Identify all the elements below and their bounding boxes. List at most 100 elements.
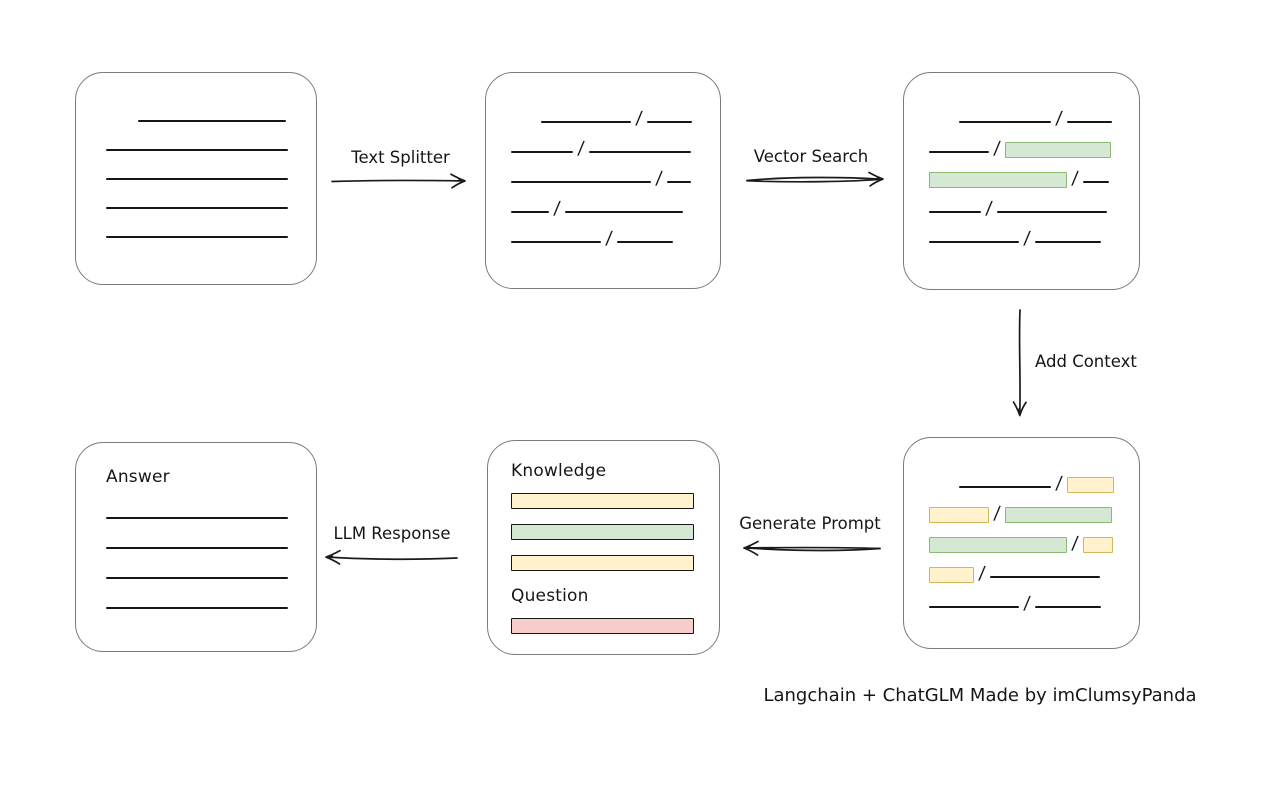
knowledge-bars xyxy=(511,493,696,571)
chunk-row: / xyxy=(929,99,1121,129)
text-line xyxy=(106,149,288,151)
yellow-bar xyxy=(511,555,694,571)
green-highlight-chunk xyxy=(1005,507,1113,523)
text-line xyxy=(511,241,601,243)
add-context-label: Add Context xyxy=(1035,352,1137,371)
chunk-row: / xyxy=(929,464,1121,494)
yellow-highlight-chunk xyxy=(1067,477,1115,493)
chunk-row: / xyxy=(929,159,1121,189)
vector-search-label: Vector Search xyxy=(753,147,869,166)
green-highlight-chunk xyxy=(929,172,1067,188)
slash-separator: / xyxy=(1022,593,1032,614)
text-line xyxy=(511,151,573,153)
add-context-arrow-icon xyxy=(1012,309,1027,417)
chunk-row: / xyxy=(511,159,702,189)
split-chunks-rows: / / / / / xyxy=(486,73,720,249)
text-line xyxy=(106,178,288,180)
yellow-highlight-chunk xyxy=(929,567,974,583)
text-line xyxy=(106,207,288,209)
chunk-row: / xyxy=(929,494,1121,524)
generate-prompt-arrow-icon xyxy=(743,540,881,556)
text-line xyxy=(617,241,674,243)
text-line xyxy=(959,486,1051,488)
text-line xyxy=(106,517,288,519)
green-bar xyxy=(511,524,694,540)
text-line xyxy=(667,181,692,183)
vector-search-arrow-icon xyxy=(746,171,884,187)
slash-separator: / xyxy=(1070,533,1080,554)
yellow-highlight-chunk xyxy=(929,507,989,523)
llm-response-label: LLM Response xyxy=(333,524,451,543)
text-line xyxy=(541,121,631,123)
question-label: Question xyxy=(511,586,589,606)
chunk-row: / xyxy=(929,129,1121,159)
slash-separator: / xyxy=(1054,108,1064,129)
prompt-box: Knowledge Question xyxy=(487,440,720,655)
slash-separator: / xyxy=(984,198,994,219)
answer-box: Answer xyxy=(75,442,317,652)
chunk-row: / xyxy=(511,129,702,159)
chunk-row: / xyxy=(929,189,1121,219)
vector-result-rows: / / / / / xyxy=(904,73,1139,249)
chunk-row: / xyxy=(929,584,1121,614)
red-bar xyxy=(511,618,694,634)
answer-label: Answer xyxy=(106,467,170,487)
chunk-row: / xyxy=(511,99,702,129)
slash-separator: / xyxy=(1070,168,1080,189)
slash-separator: / xyxy=(604,228,614,249)
text-line xyxy=(959,121,1051,123)
slash-separator: / xyxy=(1022,228,1032,249)
indent-gap xyxy=(929,493,959,494)
source-document-lines xyxy=(76,73,316,238)
text-line xyxy=(1035,606,1102,608)
chunk-row: / xyxy=(929,554,1121,584)
indent-gap xyxy=(511,128,541,129)
text-line xyxy=(511,211,549,213)
text-line xyxy=(1083,181,1110,183)
text-line xyxy=(929,151,989,153)
text-line xyxy=(565,211,684,213)
text-line xyxy=(589,151,692,153)
slash-separator: / xyxy=(992,503,1002,524)
slash-separator: / xyxy=(634,108,644,129)
vector-result-box: / / / / / xyxy=(903,72,1140,290)
slash-separator: / xyxy=(977,563,987,584)
source-document-box xyxy=(75,72,317,285)
text-line xyxy=(1035,241,1102,243)
question-bars xyxy=(511,618,696,634)
llm-response-arrow-icon xyxy=(325,549,458,565)
text-line xyxy=(138,120,286,122)
slash-separator: / xyxy=(654,168,664,189)
text-line xyxy=(106,607,288,609)
indent-gap xyxy=(929,128,959,129)
text-splitter-arrow-icon xyxy=(331,173,466,189)
green-highlight-chunk xyxy=(929,537,1067,553)
green-highlight-chunk xyxy=(1005,142,1112,158)
text-splitter-label: Text Splitter xyxy=(351,148,450,167)
generate-prompt-label: Generate Prompt xyxy=(739,514,881,533)
text-line xyxy=(929,211,981,213)
text-line xyxy=(990,576,1101,578)
knowledge-label: Knowledge xyxy=(511,461,607,481)
yellow-highlight-chunk xyxy=(1083,537,1114,553)
text-line xyxy=(106,547,288,549)
text-line xyxy=(997,211,1108,213)
answer-lines xyxy=(106,517,288,609)
chunk-row: / xyxy=(929,524,1121,554)
text-line xyxy=(106,577,288,579)
text-line xyxy=(929,606,1019,608)
slash-separator: / xyxy=(576,138,586,159)
slash-separator: / xyxy=(992,138,1002,159)
chunk-row: / xyxy=(929,219,1121,249)
text-line xyxy=(511,181,651,183)
text-line xyxy=(929,241,1019,243)
context-result-rows: / / / / / xyxy=(904,438,1139,614)
text-line xyxy=(1067,121,1113,123)
text-line xyxy=(106,236,288,238)
slash-separator: / xyxy=(552,198,562,219)
text-line xyxy=(647,121,693,123)
context-result-box: / / / / / xyxy=(903,437,1140,649)
chunk-row: / xyxy=(511,219,702,249)
chunk-row: / xyxy=(511,189,702,219)
